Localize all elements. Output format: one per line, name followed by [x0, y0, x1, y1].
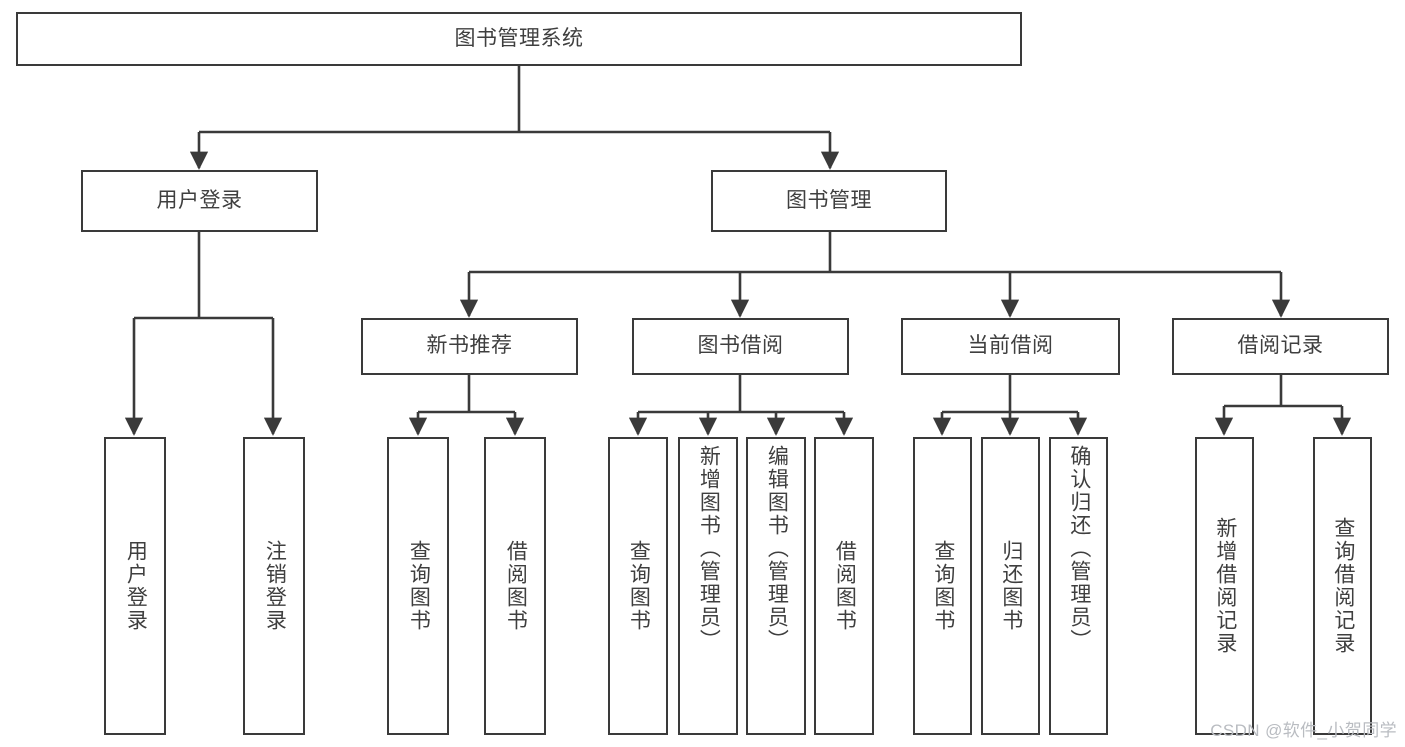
leaf-user-login[interactable]: 用户登录	[104, 437, 166, 735]
leaf-add-borrow-record[interactable]: 新增借阅记录	[1195, 437, 1254, 735]
leaf-user-login-label: 用户登录	[124, 540, 148, 632]
leaf-return-book[interactable]: 归还图书	[981, 437, 1040, 735]
leaf-borrow-book-new[interactable]: 借阅图书	[484, 437, 546, 735]
leaf-query-book-current[interactable]: 查询图书	[913, 437, 972, 735]
leaf-borrow-book-new-label: 借阅图书	[504, 540, 528, 632]
leaf-logout-label: 注销登录	[263, 540, 287, 632]
node-current-borrow-label: 当前借阅	[967, 334, 1054, 358]
node-user-login-label: 用户登录	[156, 188, 243, 212]
leaf-query-borrow-record-label: 查询借阅记录	[1331, 517, 1355, 655]
leaf-query-borrow-record[interactable]: 查询借阅记录	[1313, 437, 1372, 735]
leaf-add-book-admin[interactable]: 新增图书（管理员）	[678, 437, 738, 735]
node-book-management[interactable]: 图书管理	[711, 170, 947, 232]
node-borrow-record-label: 借阅记录	[1237, 334, 1324, 358]
node-root-label: 图书管理系统	[454, 26, 584, 50]
leaf-query-book-borrow-label: 查询图书	[627, 540, 651, 632]
node-borrow-record[interactable]: 借阅记录	[1172, 318, 1389, 375]
leaf-add-book-admin-label: 新增图书（管理员）	[697, 445, 721, 652]
leaf-query-book-new[interactable]: 查询图书	[387, 437, 449, 735]
leaf-confirm-return-admin[interactable]: 确认归还（管理员）	[1049, 437, 1108, 735]
watermark: CSDN @软件_小贺同学	[1210, 721, 1397, 740]
node-book-borrow-label: 图书借阅	[697, 334, 784, 358]
node-book-borrow[interactable]: 图书借阅	[632, 318, 849, 375]
node-user-login[interactable]: 用户登录	[81, 170, 318, 232]
node-root[interactable]: 图书管理系统	[16, 12, 1022, 66]
node-new-book-recommend[interactable]: 新书推荐	[361, 318, 578, 375]
leaf-borrow-book-label: 借阅图书	[833, 540, 857, 632]
node-current-borrow[interactable]: 当前借阅	[901, 318, 1120, 375]
leaf-edit-book-admin-label: 编辑图书（管理员）	[765, 445, 789, 652]
leaf-edit-book-admin[interactable]: 编辑图书（管理员）	[746, 437, 806, 735]
leaf-add-borrow-record-label: 新增借阅记录	[1213, 517, 1237, 655]
leaf-borrow-book[interactable]: 借阅图书	[814, 437, 874, 735]
leaf-confirm-return-admin-label: 确认归还（管理员）	[1067, 445, 1091, 652]
node-new-book-recommend-label: 新书推荐	[426, 334, 513, 358]
leaf-return-book-label: 归还图书	[999, 540, 1023, 632]
leaf-query-book-new-label: 查询图书	[407, 540, 431, 632]
node-book-management-label: 图书管理	[786, 188, 872, 212]
leaf-query-book-borrow[interactable]: 查询图书	[608, 437, 668, 735]
leaf-logout[interactable]: 注销登录	[243, 437, 305, 735]
leaf-query-book-current-label: 查询图书	[931, 540, 955, 632]
